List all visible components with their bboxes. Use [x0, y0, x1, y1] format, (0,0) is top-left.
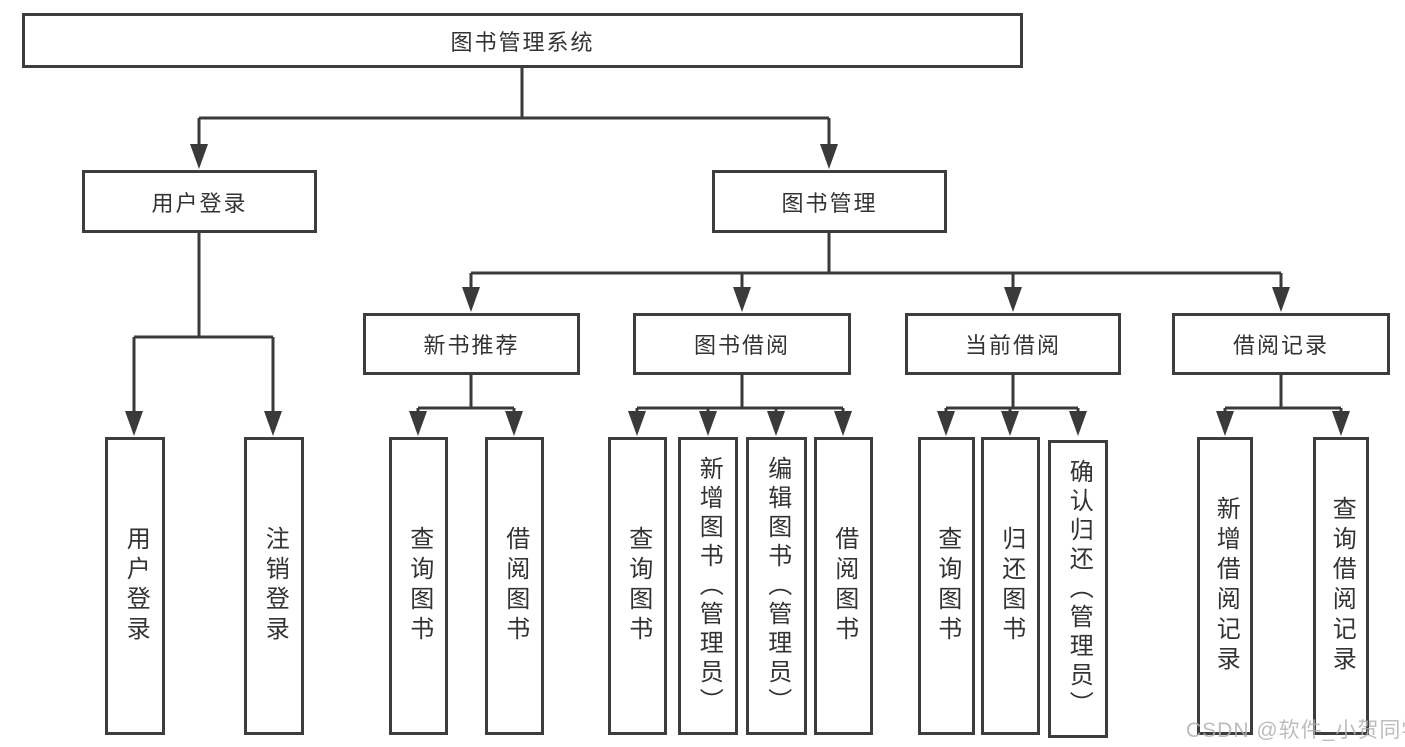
leaf-add-books-admin: 新增图书（管理员） — [678, 437, 738, 735]
connector-login-to-leaves — [132, 233, 275, 413]
arrowheads — [125, 144, 1350, 436]
node-new-book-recommendation: 新书推荐 — [363, 313, 580, 375]
node-label: 新增借阅记录 — [1212, 496, 1240, 676]
node-current-borrowing: 当前借阅 — [905, 313, 1121, 375]
connector-root-to-level2 — [197, 67, 831, 146]
node-label: 借阅图书 — [830, 526, 858, 646]
node-label: 新书推荐 — [423, 333, 520, 358]
node-label: 归还图书 — [997, 526, 1025, 646]
node-label: 借阅图书 — [501, 526, 529, 646]
node-library-management-system: 图书管理系统 — [22, 13, 1023, 68]
leaf-query-books-current: 查询图书 — [918, 437, 975, 735]
connector-records-to-leaves — [1223, 375, 1343, 413]
leaf-user-login: 用户登录 — [105, 437, 165, 735]
node-label: 图书借阅 — [693, 333, 790, 358]
leaf-logout: 注销登录 — [244, 437, 304, 735]
node-book-management: 图书管理 — [712, 170, 947, 233]
leaf-return-books: 归还图书 — [981, 437, 1040, 735]
csdn-watermark: CSDN @软件_小贺同学 — [1186, 719, 1405, 742]
leaf-query-books-newbook: 查询图书 — [389, 437, 448, 735]
node-label: 查询图书 — [933, 526, 961, 646]
node-label: 用户登录 — [151, 190, 248, 216]
node-borrowing-records: 借阅记录 — [1172, 313, 1390, 375]
node-label: 图书管理系统 — [450, 29, 595, 55]
leaf-add-borrow-record: 新增借阅记录 — [1197, 437, 1253, 735]
leaf-confirm-return-admin: 确认归还（管理员） — [1048, 440, 1108, 738]
leaf-borrow-books-borrow: 借阅图书 — [814, 437, 873, 735]
leaf-query-borrow-record: 查询借阅记录 — [1313, 437, 1369, 735]
leaf-query-books-borrow: 查询图书 — [608, 437, 667, 735]
node-label: 注销登录 — [261, 526, 289, 646]
connector-current-to-leaves — [944, 375, 1080, 413]
leaf-edit-books-admin: 编辑图书（管理员） — [746, 437, 807, 735]
connector-management-to-level3 — [469, 233, 1283, 289]
node-user-login: 用户登录 — [82, 170, 317, 233]
node-label: 查询图书 — [405, 526, 433, 646]
connector-newbook-to-leaves — [416, 375, 516, 413]
node-label: 新增图书（管理员） — [695, 455, 723, 717]
node-label: 用户登录 — [122, 526, 150, 646]
node-label: 查询借阅记录 — [1328, 496, 1356, 676]
leaf-borrow-books-newbook: 借阅图书 — [485, 437, 544, 735]
connector-borrow-to-leaves — [635, 375, 845, 413]
node-label: 查询图书 — [624, 526, 652, 646]
node-label: 当前借阅 — [964, 333, 1061, 358]
node-label: 借阅记录 — [1232, 333, 1329, 358]
node-label: 编辑图书（管理员） — [763, 455, 791, 717]
node-label: 图书管理 — [781, 190, 878, 216]
node-book-borrowing: 图书借阅 — [633, 313, 851, 375]
node-label: 确认归还（管理员） — [1065, 458, 1093, 720]
